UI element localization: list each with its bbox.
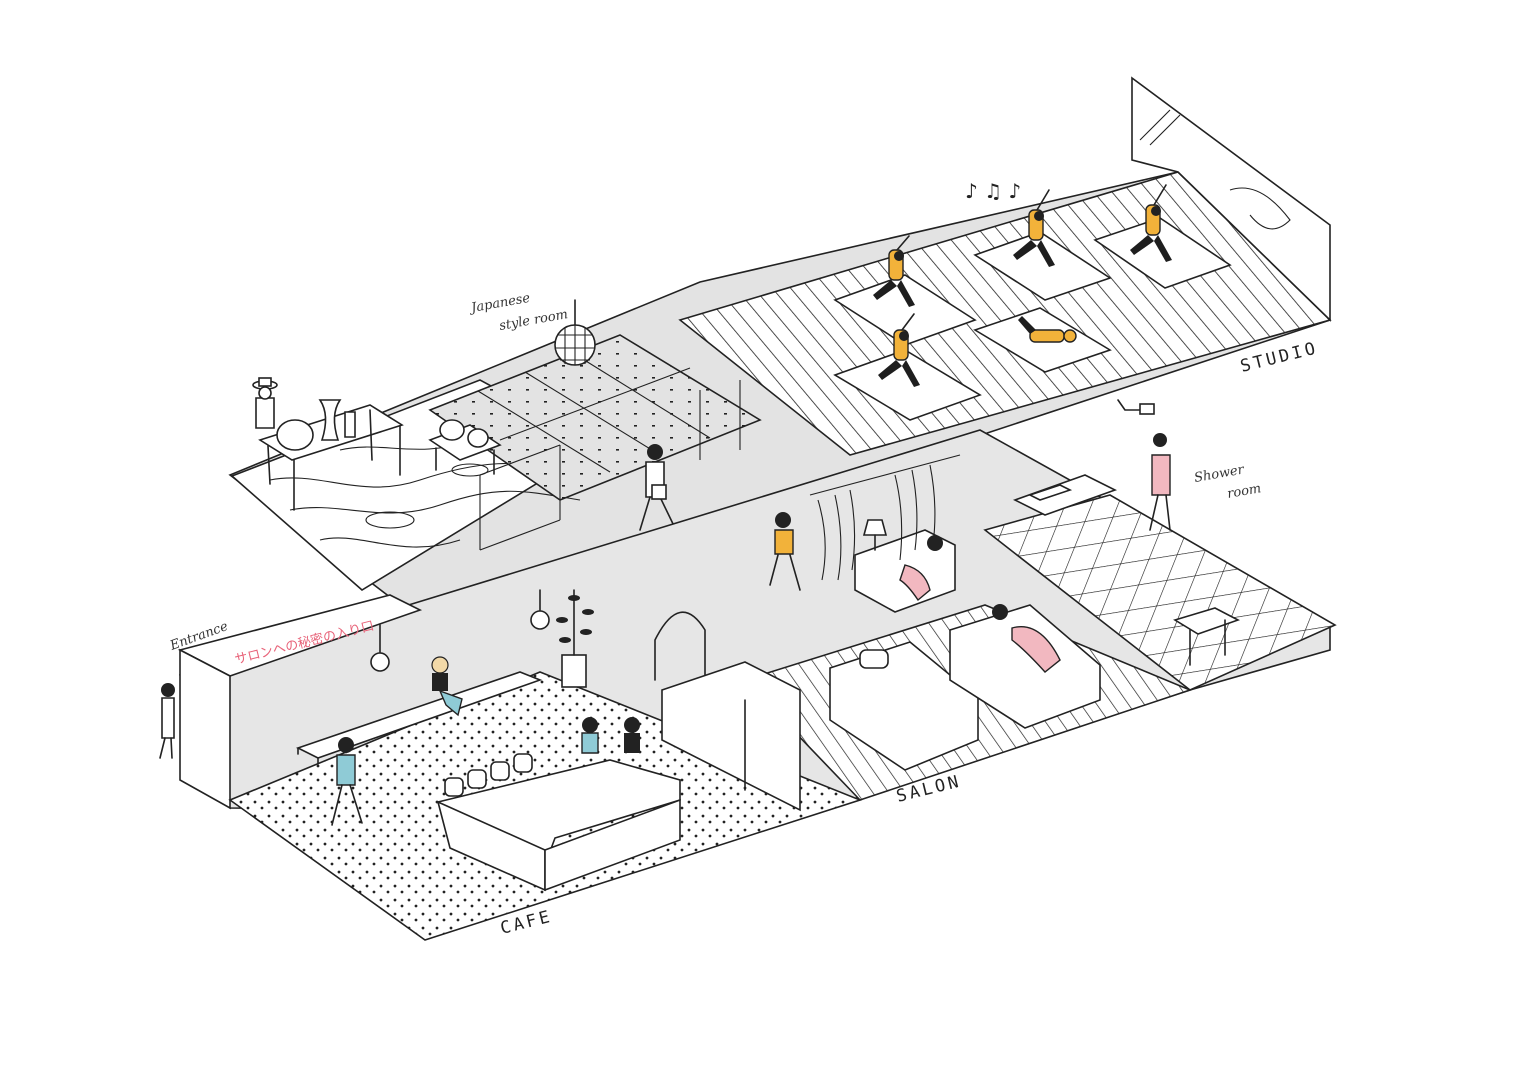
- japanese-room-label-2: style room: [498, 307, 569, 334]
- tatami-floor: [428, 334, 762, 501]
- curtains: [809, 454, 961, 581]
- hanging-bulbs: [370, 589, 550, 672]
- entrance-front: [179, 648, 231, 810]
- cafe-counter: [435, 759, 681, 892]
- pendant-lamp: [554, 299, 596, 366]
- glass-partition: [479, 380, 741, 551]
- pottery-table-right: [428, 419, 502, 475]
- sink-counter: [1012, 474, 1118, 516]
- studio-wall-marks: [1139, 109, 1291, 230]
- yoga-mats: [833, 217, 1232, 421]
- shower-stool: [1173, 607, 1241, 666]
- person-walking-upper: [639, 444, 676, 531]
- music-notes: ♪ ♫ ♪: [965, 179, 1021, 203]
- japanese-room-label-1: Japanese: [467, 291, 531, 317]
- studio-end-wall: [1131, 76, 1331, 322]
- arch-doorway: [654, 611, 706, 681]
- shower-room-label-1: Shower: [1193, 462, 1246, 486]
- salon-bed-2: [949, 604, 1101, 729]
- tatami-lines: [477, 352, 711, 473]
- person-with-hat: [252, 377, 278, 429]
- shower: [1117, 399, 1171, 531]
- salon-bed-1: [829, 641, 979, 771]
- lounge-seating: [854, 529, 956, 613]
- cafe-chairs: [444, 753, 533, 797]
- table-lamp: [862, 519, 888, 551]
- pottery-table-left: [258, 399, 404, 511]
- cafe-people: [159, 656, 640, 826]
- shower-room-label-2: room: [1226, 481, 1262, 502]
- reception-desk: [661, 661, 801, 812]
- person-stairs: [769, 512, 801, 591]
- wood-grain: [269, 439, 581, 548]
- potted-plant: [556, 589, 594, 688]
- yoga-figures: [873, 184, 1172, 387]
